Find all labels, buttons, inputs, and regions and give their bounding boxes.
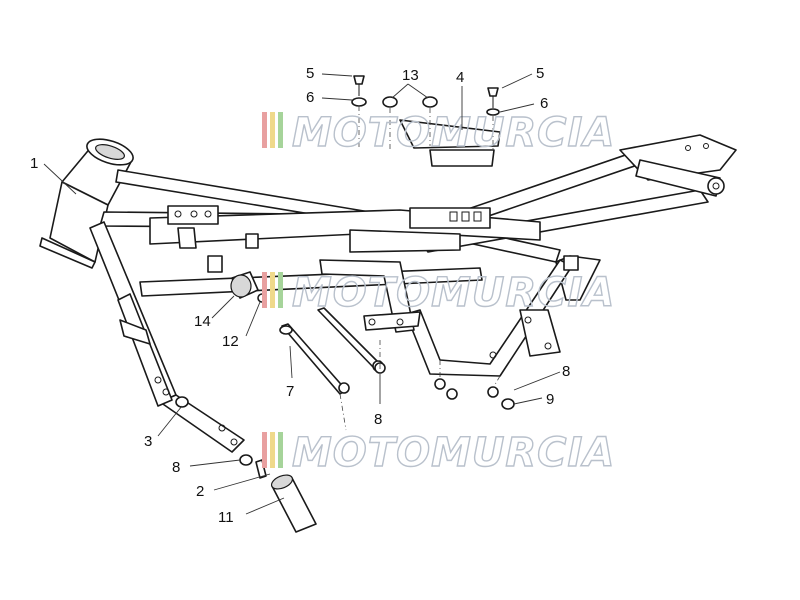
watermark-text: MOTOMURCIA [292, 270, 615, 316]
callout-6-right: 6 [540, 95, 548, 112]
watermark-middle: MOTOMURCIA [262, 269, 615, 317]
long-bolt-part-7 [279, 323, 350, 395]
callout-6-left: 6 [306, 89, 314, 106]
mount-tab [207, 255, 223, 273]
front-downtubes [89, 221, 245, 453]
callout-13: 13 [402, 67, 419, 84]
watermark-stripe [270, 112, 275, 148]
top-bracket-part-4 [399, 119, 501, 167]
assembly-lines [339, 106, 501, 431]
watermark-stripe [278, 112, 283, 148]
callout-8-right: 8 [562, 363, 570, 380]
watermark-stripe [262, 112, 267, 148]
callout-9: 9 [546, 391, 554, 408]
watermark-text: MOTOMURCIA [292, 110, 615, 156]
callout-7: 7 [286, 383, 294, 400]
watermark-stripe [270, 272, 275, 308]
watermark-stripe [262, 432, 267, 468]
fasteners [175, 75, 515, 479]
callout-5-right: 5 [536, 65, 544, 82]
steering-head [39, 138, 134, 269]
callout-14: 14 [194, 313, 211, 330]
callout-1: 1 [30, 155, 38, 172]
callouts: 1 2 3 4 5 5 6 6 7 8 8 8 9 11 12 13 [30, 65, 570, 526]
mount-tab [245, 233, 259, 249]
watermark-bottom: MOTOMURCIA [262, 429, 615, 477]
cradle-lower [139, 259, 573, 377]
rear-subframe [555, 134, 737, 301]
callout-8-left: 8 [172, 459, 180, 476]
watermark-top: MOTOMURCIA [262, 109, 615, 157]
watermark-stripe [278, 432, 283, 468]
watermark-stripe [262, 272, 267, 308]
callout-11: 11 [218, 509, 234, 526]
callout-12: 12 [222, 333, 239, 350]
watermark-text: MOTOMURCIA [292, 430, 615, 476]
watermark-stripe [270, 432, 275, 468]
callout-4: 4 [456, 69, 464, 86]
callout-2: 2 [196, 483, 204, 500]
watermark-stripe [278, 272, 283, 308]
frame-assembly [39, 75, 737, 533]
callout-8-middle: 8 [374, 411, 382, 428]
callout-3: 3 [144, 433, 152, 450]
callout-5-left: 5 [306, 65, 314, 82]
tube-cap-part-11 [270, 474, 317, 533]
mount-tab [177, 227, 197, 249]
mount-tab [563, 255, 579, 271]
rubber-block-part-14 [230, 271, 259, 299]
